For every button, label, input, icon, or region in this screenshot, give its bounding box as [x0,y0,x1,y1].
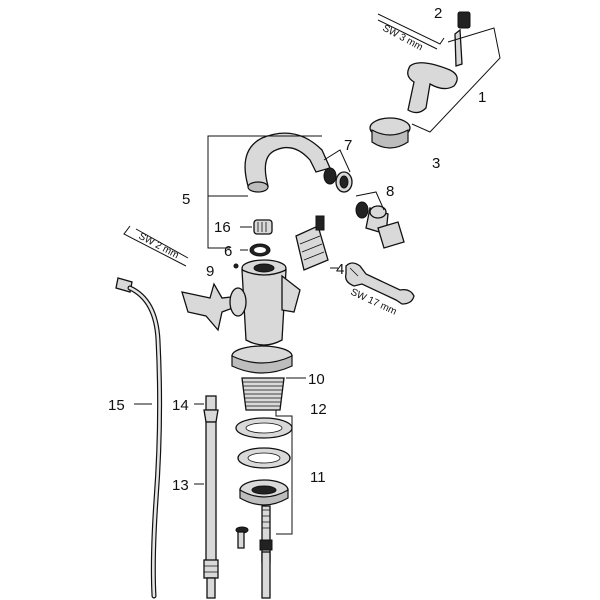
spout [244,132,331,193]
bracket-11-12 [275,410,293,535]
bracket-5 [207,135,322,197]
stud-bolt [259,505,273,599]
callout-2: 2 [434,5,442,22]
cross-handle-9 [181,282,247,332]
callout-7: 7 [344,137,352,154]
spanner-17mm [345,262,415,305]
callout-11: 11 [310,469,326,486]
callout-4: 4 [336,261,344,278]
threaded-shank-10 [241,377,285,411]
allen-key-3mm-label: SW 3 mm [381,23,425,53]
callout-1: 1 [478,89,486,106]
callout-3: 3 [432,155,440,172]
screw-small [235,526,249,549]
callout-13: 13 [172,477,189,494]
callout-8: 8 [386,183,394,200]
callout-10: 10 [308,371,325,388]
callout-15: 15 [108,397,125,414]
cartridge-4 [295,215,329,271]
washer-11 [237,447,291,469]
callout-9: 9 [206,263,214,280]
allen-key-2mm-label: SW 2 mm [137,231,181,261]
allen-key-2mm [123,225,189,267]
bracket-7 [323,149,351,173]
handle-cap [369,117,411,149]
handle-lever [407,62,458,114]
gasket-12 [235,417,293,439]
callout-5: 5 [182,191,190,208]
filter-16 [253,219,273,235]
nut-sleeve-8 [355,201,405,249]
bracket-8 [355,191,385,211]
fixing-nut-11 [239,479,289,506]
callout-14: 14 [172,397,189,414]
callout-6: 6 [224,243,232,260]
supply-pipe-13 [203,395,219,599]
tap-body [231,259,301,374]
callout-12: 12 [310,401,327,418]
bracket-1 [411,27,501,133]
grub-screw-9 [233,263,239,269]
allen-key-3mm [377,13,445,50]
seal-rings-7 [323,167,353,193]
flexible-hose-15 [115,277,163,599]
callout-16: 16 [214,219,231,236]
